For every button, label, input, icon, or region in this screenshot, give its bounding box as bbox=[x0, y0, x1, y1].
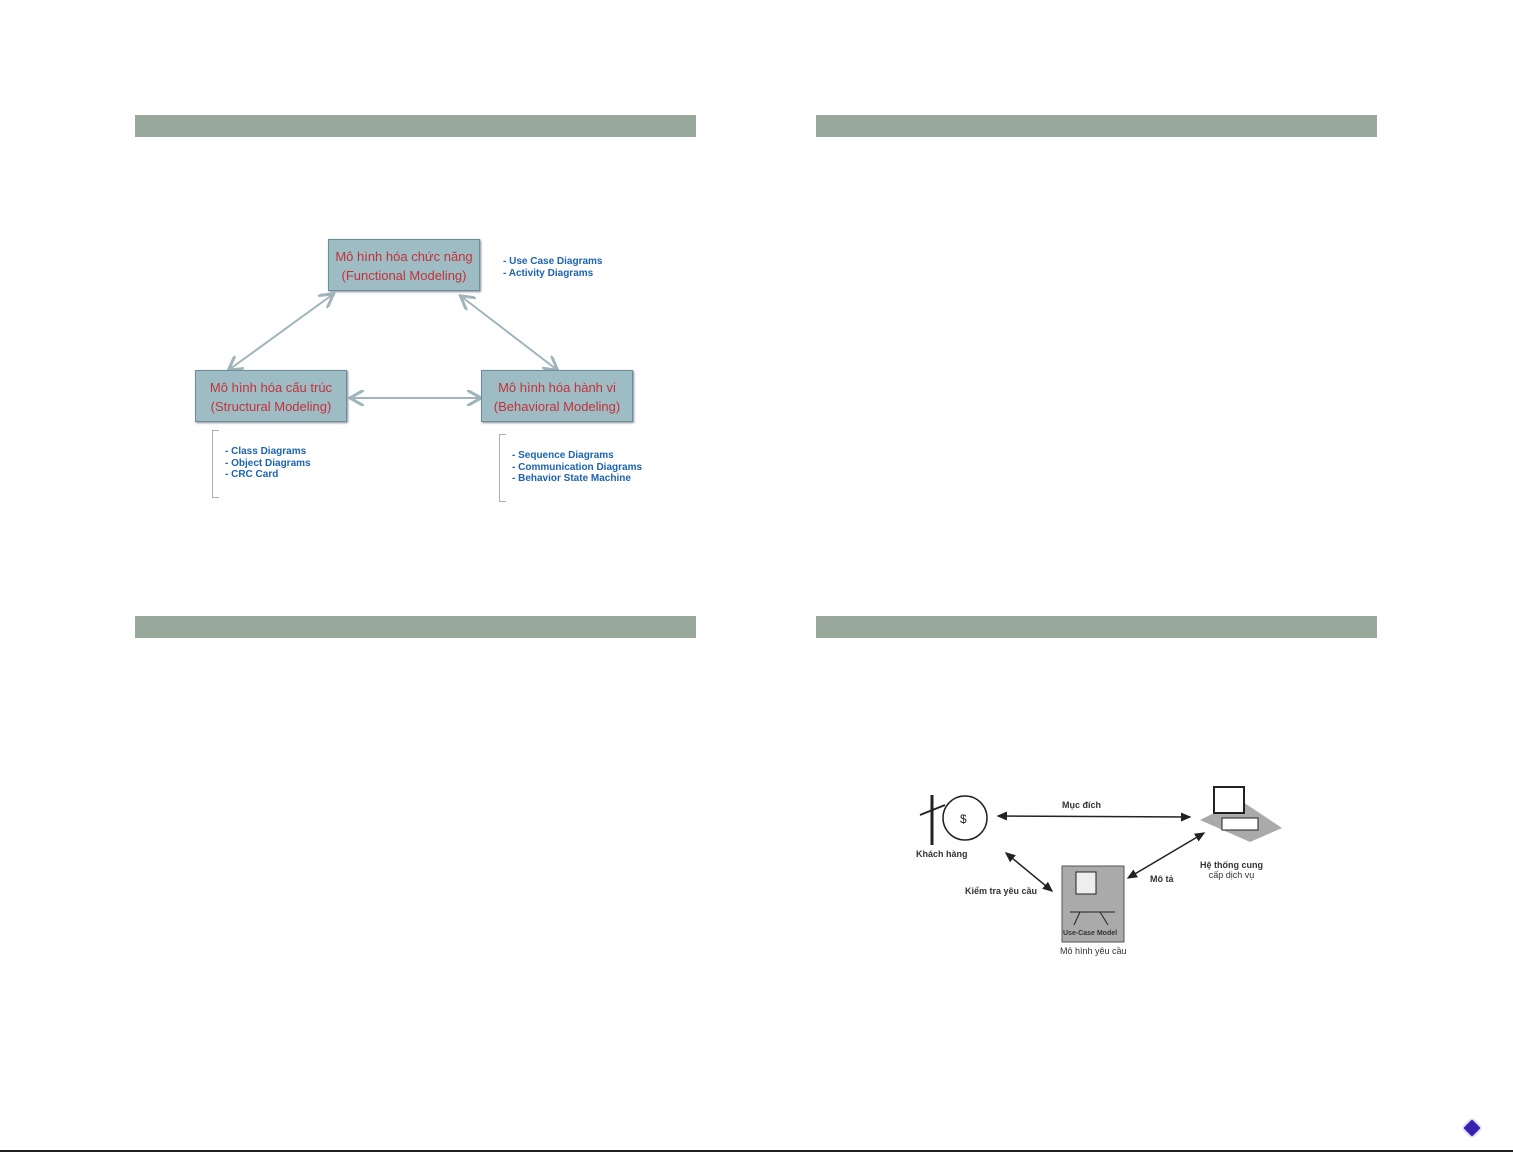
purpose-label: Mục đích bbox=[1062, 800, 1102, 810]
functional-diagram-list: - Use Case Diagrams - Activity Diagrams bbox=[503, 256, 603, 279]
bottom-border bbox=[0, 1150, 1513, 1152]
functional-modeling-box: Mô hình hóa chức năng (Functional Modeli… bbox=[328, 239, 480, 291]
use-case-model-icon bbox=[1061, 865, 1125, 943]
list-item: - Object Diagrams bbox=[225, 457, 311, 469]
list-item: - Class Diagrams bbox=[225, 446, 307, 457]
functional-subtitle: (Functional Modeling) bbox=[341, 268, 467, 283]
slide3-header-bar bbox=[135, 616, 696, 638]
behavioral-title: Mô hình hóa hành vi bbox=[498, 380, 616, 395]
arrow-functional-behavioral bbox=[462, 297, 556, 369]
behavioral-diagram-list: - Sequence Diagrams - Communication Diag… bbox=[512, 450, 642, 485]
list-item: - CRC Card bbox=[225, 469, 279, 480]
arrow-verify bbox=[1004, 852, 1054, 892]
system-label-line1: Hệ thống cung bbox=[1200, 860, 1263, 870]
list-item: - Use Case Diagrams bbox=[503, 256, 603, 267]
arrow-purpose bbox=[996, 811, 1192, 822]
structural-modeling-box: Mô hình hóa cấu trúc (Structural Modelin… bbox=[195, 370, 347, 422]
describe-label: Mô tả bbox=[1150, 874, 1174, 884]
structural-brace bbox=[212, 430, 219, 498]
arrow-describe bbox=[1126, 832, 1206, 879]
customer-label: Khách hàng bbox=[916, 849, 968, 859]
list-item: - Sequence Diagrams bbox=[512, 450, 614, 461]
customer-icon: $ bbox=[919, 795, 988, 845]
list-item: - Communication Diagrams bbox=[512, 461, 643, 473]
arrow-functional-structural bbox=[230, 295, 332, 369]
verify-label: Kiểm tra yêu cầu bbox=[965, 886, 1038, 896]
functional-title: Mô hình hóa chức năng bbox=[335, 249, 473, 264]
behavioral-brace bbox=[499, 434, 506, 502]
structural-title: Mô hình hóa cấu trúc bbox=[209, 380, 333, 395]
behavioral-modeling-box: Mô hình hóa hành vi (Behavioral Modeling… bbox=[481, 370, 633, 422]
computer-icon bbox=[1200, 786, 1282, 842]
svg-text:$: $ bbox=[960, 812, 967, 826]
model-title: Use-Case Model bbox=[1063, 930, 1118, 937]
slide2-header-bar bbox=[816, 115, 1377, 137]
system-label: Hệ thống cung cấp dịch vụ bbox=[1200, 860, 1263, 880]
list-item: - Behavior State Machine bbox=[512, 473, 631, 484]
structural-subtitle: (Structural Modeling) bbox=[210, 399, 332, 414]
system-label-line2: cấp dịch vụ bbox=[1208, 870, 1255, 880]
slide1-header-bar bbox=[135, 115, 696, 137]
slide4-header-bar bbox=[816, 616, 1377, 638]
model-caption: Mô hình yêu cầu bbox=[1060, 946, 1127, 956]
structural-diagram-list: - Class Diagrams - Object Diagrams - CRC… bbox=[225, 446, 311, 481]
behavioral-subtitle: (Behavioral Modeling) bbox=[493, 399, 621, 414]
list-item: - Activity Diagrams bbox=[503, 267, 594, 279]
